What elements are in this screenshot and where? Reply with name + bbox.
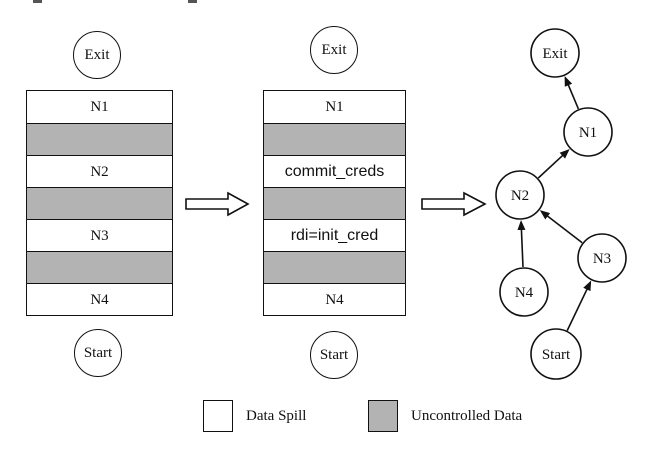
graph-edge-n2-to-n1 — [537, 148, 570, 179]
stack-panel-2: N1 commit_creds rdi=init_cred N4 — [263, 90, 406, 316]
data-spill-swatch — [203, 400, 233, 432]
legend-label: Data Spill — [246, 407, 307, 424]
stack-row-label: commit_creds — [284, 163, 385, 180]
cropped-text-artifact — [33, 0, 42, 3]
graph-edge-n4-to-n2 — [517, 220, 526, 268]
graph-node-n4 — [499, 267, 549, 317]
graph-node-n3 — [577, 233, 627, 283]
stack-row-label: N2 — [90, 164, 109, 180]
uncontrolled-data-swatch — [368, 400, 398, 432]
start-node-label: Start — [83, 344, 113, 361]
legend-item-data-spill: Data Spill — [203, 400, 306, 432]
legend-label: Uncontrolled Data — [411, 407, 523, 424]
graph-node-label: Start — [542, 347, 571, 363]
graph-node-n1 — [563, 107, 613, 157]
exit-node-label: Exit — [321, 41, 347, 58]
stack-row-spill-gadget: rdi=init_cred — [264, 219, 405, 251]
stack-row-uncontrolled — [27, 251, 172, 283]
graph-edge-n1-to-exit — [564, 76, 580, 110]
graph-node-label: N2 — [511, 188, 529, 204]
graph-edge-n3-to-n2 — [539, 210, 583, 244]
graph-node-label: N4 — [515, 285, 534, 301]
graph-node-n2 — [495, 170, 545, 220]
flow-arrow-icon — [185, 191, 250, 217]
stack-row-uncontrolled — [264, 187, 405, 219]
exit-node-stack1: Exit — [73, 31, 121, 79]
stack-row-label: N4 — [90, 292, 109, 308]
stack-row-spill: N4 — [27, 283, 172, 315]
graph-node-label: N1 — [579, 125, 597, 141]
stack-row-spill: N1 — [27, 91, 172, 123]
stack-row-label: rdi=init_cred — [290, 227, 379, 244]
stack-row-label: N1 — [325, 99, 344, 115]
graph-node-label: N3 — [593, 251, 611, 267]
stack-row-label: N4 — [325, 292, 344, 308]
start-node-stack2: Start — [310, 331, 358, 379]
cropped-text-artifact — [188, 0, 197, 3]
graph-node-exit — [530, 28, 580, 78]
exit-node-label: Exit — [84, 46, 110, 63]
graph-edge-start-to-n3 — [566, 280, 592, 331]
flow-arrow-icon — [421, 191, 487, 217]
stack-row-uncontrolled — [27, 187, 172, 219]
stack-row-label: N1 — [90, 99, 109, 115]
exit-node-stack2: Exit — [310, 26, 358, 74]
stack-panel-1: N1 N2 N3 N4 — [26, 90, 173, 316]
stack-row-spill: N3 — [27, 219, 172, 251]
legend-item-uncontrolled-data: Uncontrolled Data — [368, 400, 522, 432]
stack-row-spill-gadget: commit_creds — [264, 155, 405, 187]
stack-row-uncontrolled — [264, 251, 405, 283]
graph-node-label: Exit — [543, 46, 569, 62]
start-node-label: Start — [319, 346, 349, 363]
stack-row-spill: N2 — [27, 155, 172, 187]
start-node-stack1: Start — [74, 329, 122, 377]
stack-row-uncontrolled — [264, 123, 405, 155]
stack-row-spill: N1 — [264, 91, 405, 123]
stack-row-label: N3 — [90, 228, 109, 244]
stack-row-uncontrolled — [27, 123, 172, 155]
graph-node-start — [530, 328, 582, 380]
stack-row-spill: N4 — [264, 283, 405, 315]
